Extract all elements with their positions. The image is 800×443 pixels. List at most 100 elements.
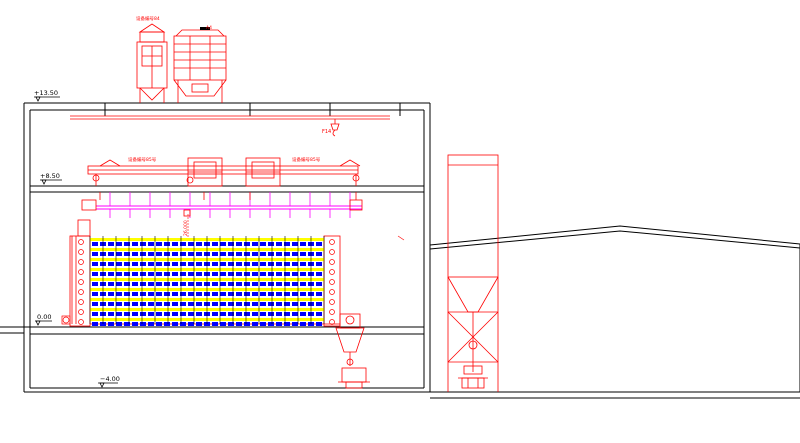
rack-right-drive: [329, 259, 335, 265]
rack-cell-blue: [252, 252, 258, 256]
rack-cell-blue: [148, 292, 154, 296]
rack-cell-blue: [148, 322, 154, 326]
rack-cell-blue: [164, 272, 170, 276]
rack-cell-blue: [148, 302, 154, 306]
rack-cell-blue: [260, 242, 266, 246]
rack-cell-blue: [116, 312, 122, 316]
rack-cell-blue: [276, 252, 282, 256]
rack-cell-blue: [132, 262, 138, 266]
rack-cell-blue: [156, 312, 162, 316]
rack-cell-blue: [108, 242, 114, 246]
rack-cell-blue: [228, 242, 234, 246]
rack-cell-blue: [252, 282, 258, 286]
rack-cell-blue: [108, 302, 114, 306]
rack-cell-blue: [284, 242, 290, 246]
rack-cell-blue: [244, 262, 250, 266]
rack-cell-blue: [316, 272, 322, 276]
rack-cell-blue: [156, 272, 162, 276]
rack-cell-blue: [156, 262, 162, 266]
rack-cell-blue: [316, 242, 322, 246]
rack-cell-blue: [220, 242, 226, 246]
rack-cell-blue: [236, 252, 242, 256]
upper-beam-right-label: 设备编号85号: [292, 156, 321, 163]
rack-cell-blue: [140, 322, 146, 326]
crane-rail: [70, 115, 390, 137]
rack-cell-blue: [132, 272, 138, 276]
rack-left-drive: [78, 279, 84, 285]
rack-cell-blue: [164, 302, 170, 306]
rack-cell-blue: [276, 272, 282, 276]
rack-cell-blue: [180, 322, 186, 326]
rack-right-drive: [329, 239, 335, 245]
rack-cell-blue: [268, 272, 274, 276]
rack-cell-blue: [292, 242, 298, 246]
rack-cell-blue: [260, 272, 266, 276]
rack-cell-blue: [180, 302, 186, 306]
rack-cell-blue: [132, 312, 138, 316]
rack-cell-blue: [188, 292, 194, 296]
rack-cell-blue: [212, 262, 218, 266]
rack-cell-blue: [244, 252, 250, 256]
rack-cell-blue: [212, 312, 218, 316]
rack-left-drive: [78, 299, 84, 305]
rack-cell-blue: [236, 312, 242, 316]
rack-right-drive: [329, 289, 335, 295]
rack-cell-blue: [228, 322, 234, 326]
rack-cell-blue: [316, 262, 322, 266]
rack-cell-blue: [116, 242, 122, 246]
rack-cell-blue: [116, 292, 122, 296]
rack-cell-blue: [236, 292, 242, 296]
rack-cell-blue: [140, 262, 146, 266]
rack-cell-blue: [92, 242, 98, 246]
rack-cell-blue: [220, 312, 226, 316]
rack-cell-blue: [148, 282, 154, 286]
rack-right-drive: [329, 269, 335, 275]
rack-cell-blue: [244, 242, 250, 246]
rack-cell-blue: [292, 312, 298, 316]
rack-cell-blue: [220, 302, 226, 306]
rack-cell-blue: [196, 262, 202, 266]
rack-cell-blue: [180, 292, 186, 296]
rack-cell-blue: [260, 282, 266, 286]
rack-cell-blue: [116, 262, 122, 266]
rack-right-drive: [329, 299, 335, 305]
rack-cell-blue: [196, 242, 202, 246]
rack-right-drive: [329, 249, 335, 255]
rack-cell-blue: [228, 272, 234, 276]
rack-cell-blue: [212, 302, 218, 306]
rack-cell-blue: [236, 242, 242, 246]
rack-cell-blue: [156, 282, 162, 286]
rack-cell-blue: [172, 312, 178, 316]
rack-cell-blue: [164, 282, 170, 286]
rack-cell-blue: [188, 282, 194, 286]
rack-cell-blue: [124, 242, 130, 246]
rack-cell-blue: [284, 262, 290, 266]
rack-cell-blue: [276, 292, 282, 296]
rack-cell-blue: [108, 272, 114, 276]
rack-cell-blue: [212, 252, 218, 256]
rack-cell-blue: [300, 242, 306, 246]
rack-cell-blue: [148, 272, 154, 276]
rack-cell-blue: [212, 242, 218, 246]
rack-cell-blue: [148, 252, 154, 256]
rack-cell-blue: [300, 302, 306, 306]
rack-cell-blue: [276, 322, 282, 326]
rack-cell-blue: [252, 262, 258, 266]
rack-cell-blue: [180, 252, 186, 256]
rack-cell-blue: [188, 302, 194, 306]
rack-cell-blue: [180, 282, 186, 286]
rack-cell-blue: [276, 262, 282, 266]
rack-cell-blue: [124, 292, 130, 296]
rooftop-marker: [200, 27, 210, 30]
rack-cell-blue: [92, 302, 98, 306]
rack-cell-blue: [268, 292, 274, 296]
rack-cell-blue: [92, 272, 98, 276]
rack-cell-blue: [252, 272, 258, 276]
rack-cell-blue: [156, 302, 162, 306]
rack-cell-blue: [244, 272, 250, 276]
rack-cell-blue: [284, 272, 290, 276]
rack-cell-blue: [140, 272, 146, 276]
rack-cell-blue: [316, 252, 322, 256]
rack-cell-blue: [156, 242, 162, 246]
rack-cell-blue: [292, 272, 298, 276]
